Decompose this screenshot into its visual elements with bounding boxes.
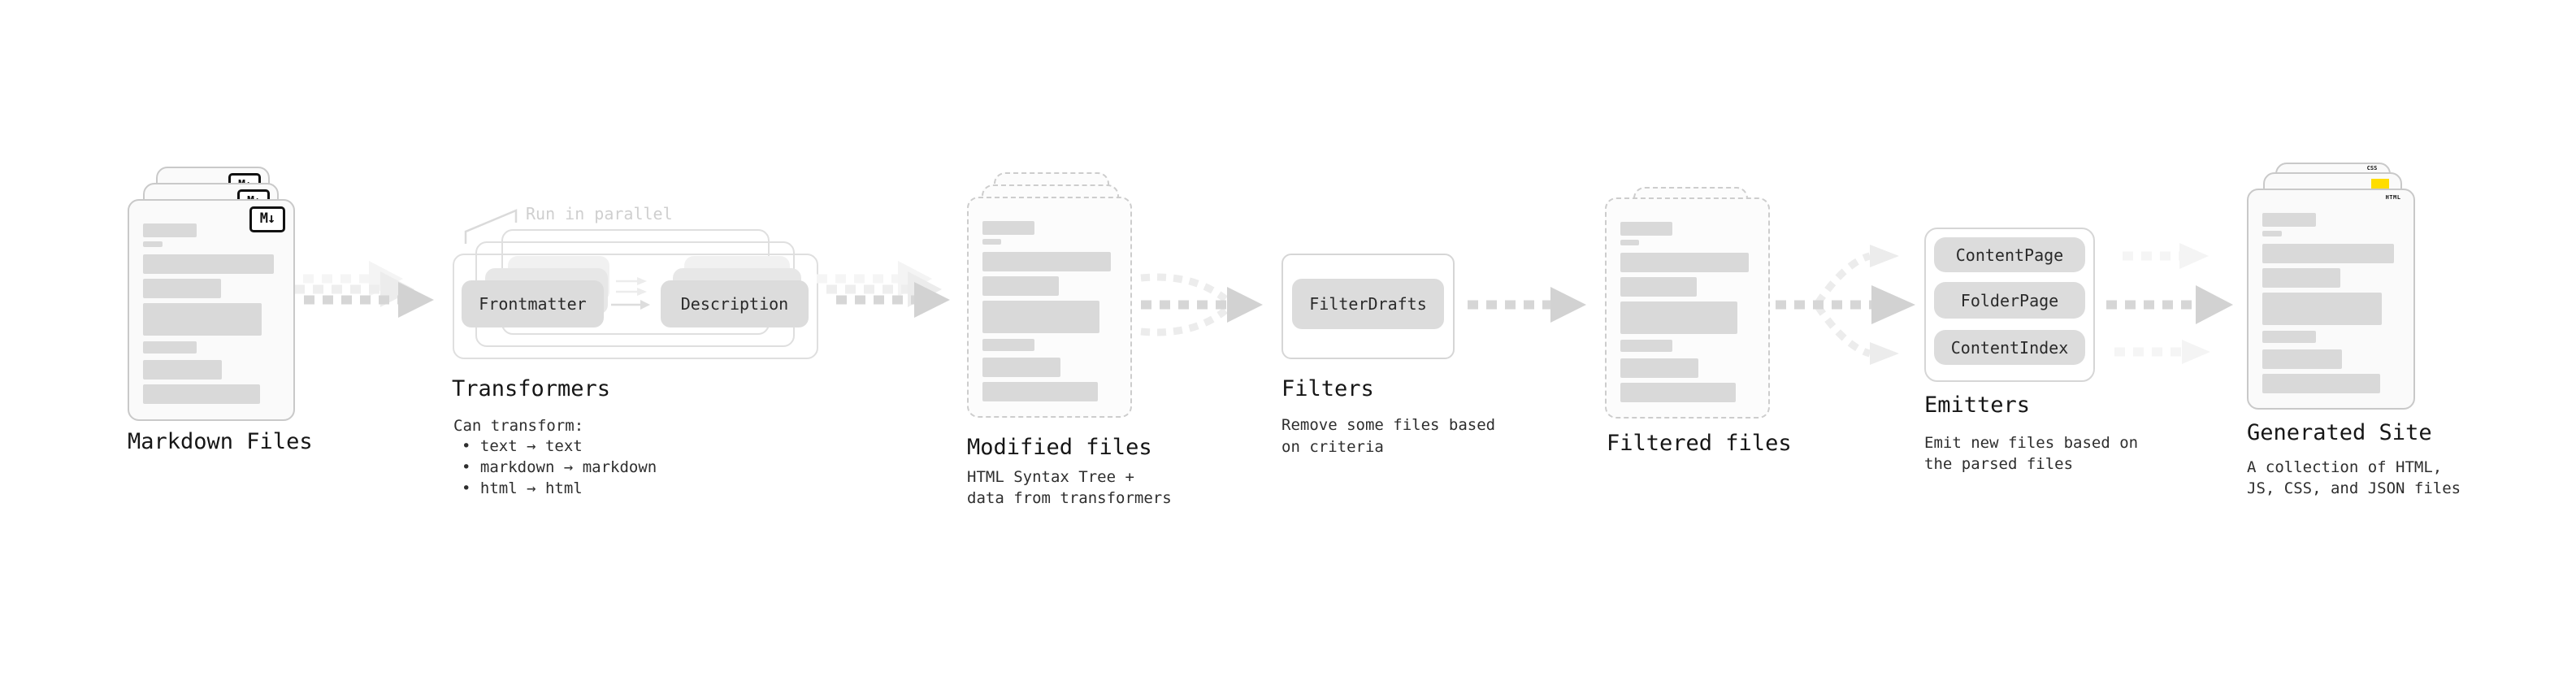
generated-site-desc: A collection of HTML, [2247, 458, 2443, 476]
stage-generated-site: CSS HTML 5 Generated Site A collection o… [2247, 163, 2461, 512]
modified-files-desc: HTML Syntax Tree + [967, 468, 1134, 486]
filtered-files-label: Filtered files [1607, 431, 1792, 456]
annotation-leader-line [464, 209, 518, 244]
stage-filters: FilterDrafts Filters Remove some files b… [1281, 254, 1495, 465]
contentindex-pill: ContentIndex [1934, 330, 2085, 365]
filtered-file-card-front [1605, 197, 1770, 419]
flow-arrow-transformers-to-modified [817, 261, 950, 318]
generated-site-label: Generated Site [2247, 420, 2432, 445]
flow-arrow-filters-to-filtered [1468, 287, 1586, 323]
modified-file-card-front [967, 197, 1132, 418]
transformers-bullet: • text → text [462, 437, 583, 455]
site-file-card-html: HTML 5 [2247, 189, 2415, 410]
transformer-frame-front [453, 254, 818, 359]
filterdrafts-pill: FilterDrafts [1292, 279, 1444, 329]
modified-files-label: Modified files [967, 435, 1152, 460]
stage-markdown-files: M↓ M↓ M↓ Markdown Files [128, 167, 313, 508]
filters-desc: on criteria [1281, 438, 1384, 456]
flow-arrow-modified-to-filters [1140, 273, 1263, 336]
description-pill: Description [661, 280, 809, 327]
run-in-parallel-annotation: Run in parallel [526, 204, 673, 223]
document-content-placeholder [1620, 222, 1754, 402]
markdown-files-label: Markdown Files [128, 429, 313, 454]
stage-modified-files: Modified files HTML Syntax Tree + data f… [967, 172, 1172, 522]
transformers-desc: Can transform: [453, 417, 584, 435]
emitters-desc: the parsed files [1924, 455, 2074, 473]
generated-site-desc: JS, CSS, and JSON files [2247, 479, 2461, 497]
transformers-bullet: • html → html [462, 479, 583, 497]
document-content-placeholder [2262, 213, 2400, 393]
html5-icon: HTML 5 [2385, 194, 2401, 219]
parallel-arrows-icon [611, 277, 650, 310]
document-content-placeholder [982, 221, 1117, 401]
transformers-bullet: • markdown → markdown [462, 458, 657, 476]
markdown-file-card-front: M↓ [128, 199, 295, 421]
frontmatter-pill: Frontmatter [462, 280, 604, 327]
markdown-icon: M↓ [249, 206, 285, 232]
filters-desc: Remove some files based [1281, 416, 1496, 434]
emitters-desc: Emit new files based on [1924, 434, 2139, 452]
flow-arrow-markdown-to-transformers [284, 261, 434, 318]
stage-filtered-files: Filtered files [1605, 187, 1792, 479]
document-content-placeholder [143, 223, 280, 404]
filters-label: Filters [1281, 376, 1374, 401]
stage-emitters: ContentPage FolderPage ContentIndex Emit… [1924, 228, 2138, 488]
modified-files-desc: data from transformers [967, 489, 1172, 507]
transformers-label: Transformers [452, 376, 611, 401]
folderpage-pill: FolderPage [1934, 282, 2085, 319]
flow-arrow-filtered-to-emitters [1776, 245, 1915, 365]
flow-arrow-emitters-to-site [2106, 243, 2233, 364]
contentpage-pill: ContentPage [1934, 237, 2085, 272]
stage-transformers: Run in parallel Frontmatter Description … [452, 200, 834, 501]
emitters-label: Emitters [1924, 393, 2031, 418]
